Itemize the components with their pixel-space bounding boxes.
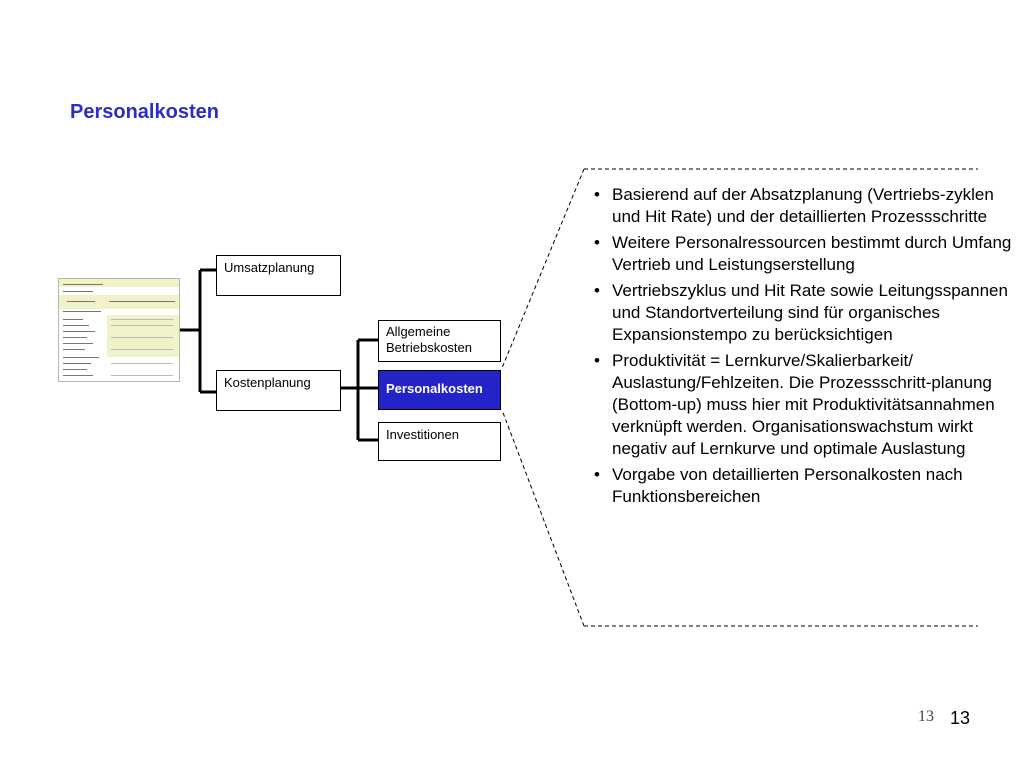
bullet-list: Basierend auf der Absatzplanung (Vertrie… [592,184,1012,512]
node-personalkosten: Personalkosten [378,370,501,410]
bullet-item: Vertriebszyklus und Hit Rate sowie Leitu… [592,280,1012,346]
bullet-item: Basierend auf der Absatzplanung (Vertrie… [592,184,1012,228]
node-umsatzplanung: Umsatzplanung [216,255,341,296]
node-kostenplanung: Kostenplanung [216,370,341,411]
node-allgemeine-betriebskosten: Allgemeine Betriebskosten [378,320,501,362]
page-number: 13 [950,708,971,728]
spreadsheet-thumbnail [58,278,180,382]
page-number-placeholder: 13 [918,708,934,725]
node-investitionen: Investitionen [378,422,501,461]
page-title: Personalkosten [70,101,219,123]
bullet-item: Vorgabe von detaillierten Personalkosten… [592,464,1012,508]
bullet-item: Weitere Personalressourcen bestimmt durc… [592,232,1012,276]
bullet-item: Produktivität = Lernkurve/Skalierbarkeit… [592,350,1012,460]
